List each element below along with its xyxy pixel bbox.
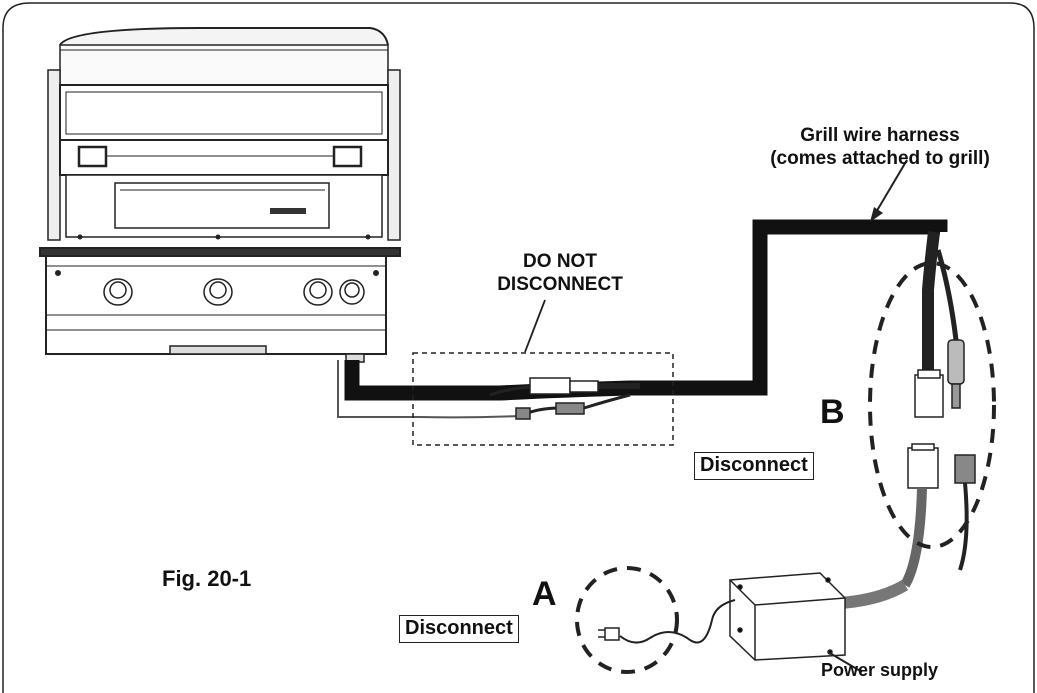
thin-wire bbox=[337, 360, 521, 419]
harness-label-line1: Grill wire harness bbox=[800, 125, 960, 146]
circle-a bbox=[575, 566, 679, 674]
power-supply-pointer bbox=[827, 651, 863, 673]
connector-b-group bbox=[839, 231, 976, 609]
plug-a bbox=[598, 627, 620, 641]
point-a-letter: A bbox=[532, 575, 557, 613]
point-b-letter: B bbox=[820, 393, 845, 431]
harness-label: Grill wire harness (comes attached to gr… bbox=[735, 124, 1025, 170]
power-supply-box bbox=[619, 572, 846, 661]
do-not-line1: DO NOT bbox=[523, 251, 597, 272]
circle-b bbox=[868, 261, 996, 549]
disconnect-b-label: Disconnect bbox=[694, 452, 814, 480]
do-not-disconnect-pointer bbox=[524, 299, 546, 353]
power-supply-label: Power supply bbox=[821, 660, 939, 680]
do-not-disconnect-label: DO NOT DISCONNECT bbox=[460, 250, 660, 296]
harness-label-line2: (comes attached to grill) bbox=[770, 148, 990, 169]
grill-illustration bbox=[39, 26, 401, 363]
harness-pointer bbox=[874, 159, 908, 215]
figure-caption: Fig. 20-1 bbox=[162, 566, 252, 591]
disconnect-a-label: Disconnect bbox=[399, 615, 519, 643]
inline-connectors bbox=[489, 377, 640, 420]
do-not-line2: DISCONNECT bbox=[497, 274, 623, 295]
do-not-disconnect-box bbox=[412, 352, 674, 446]
